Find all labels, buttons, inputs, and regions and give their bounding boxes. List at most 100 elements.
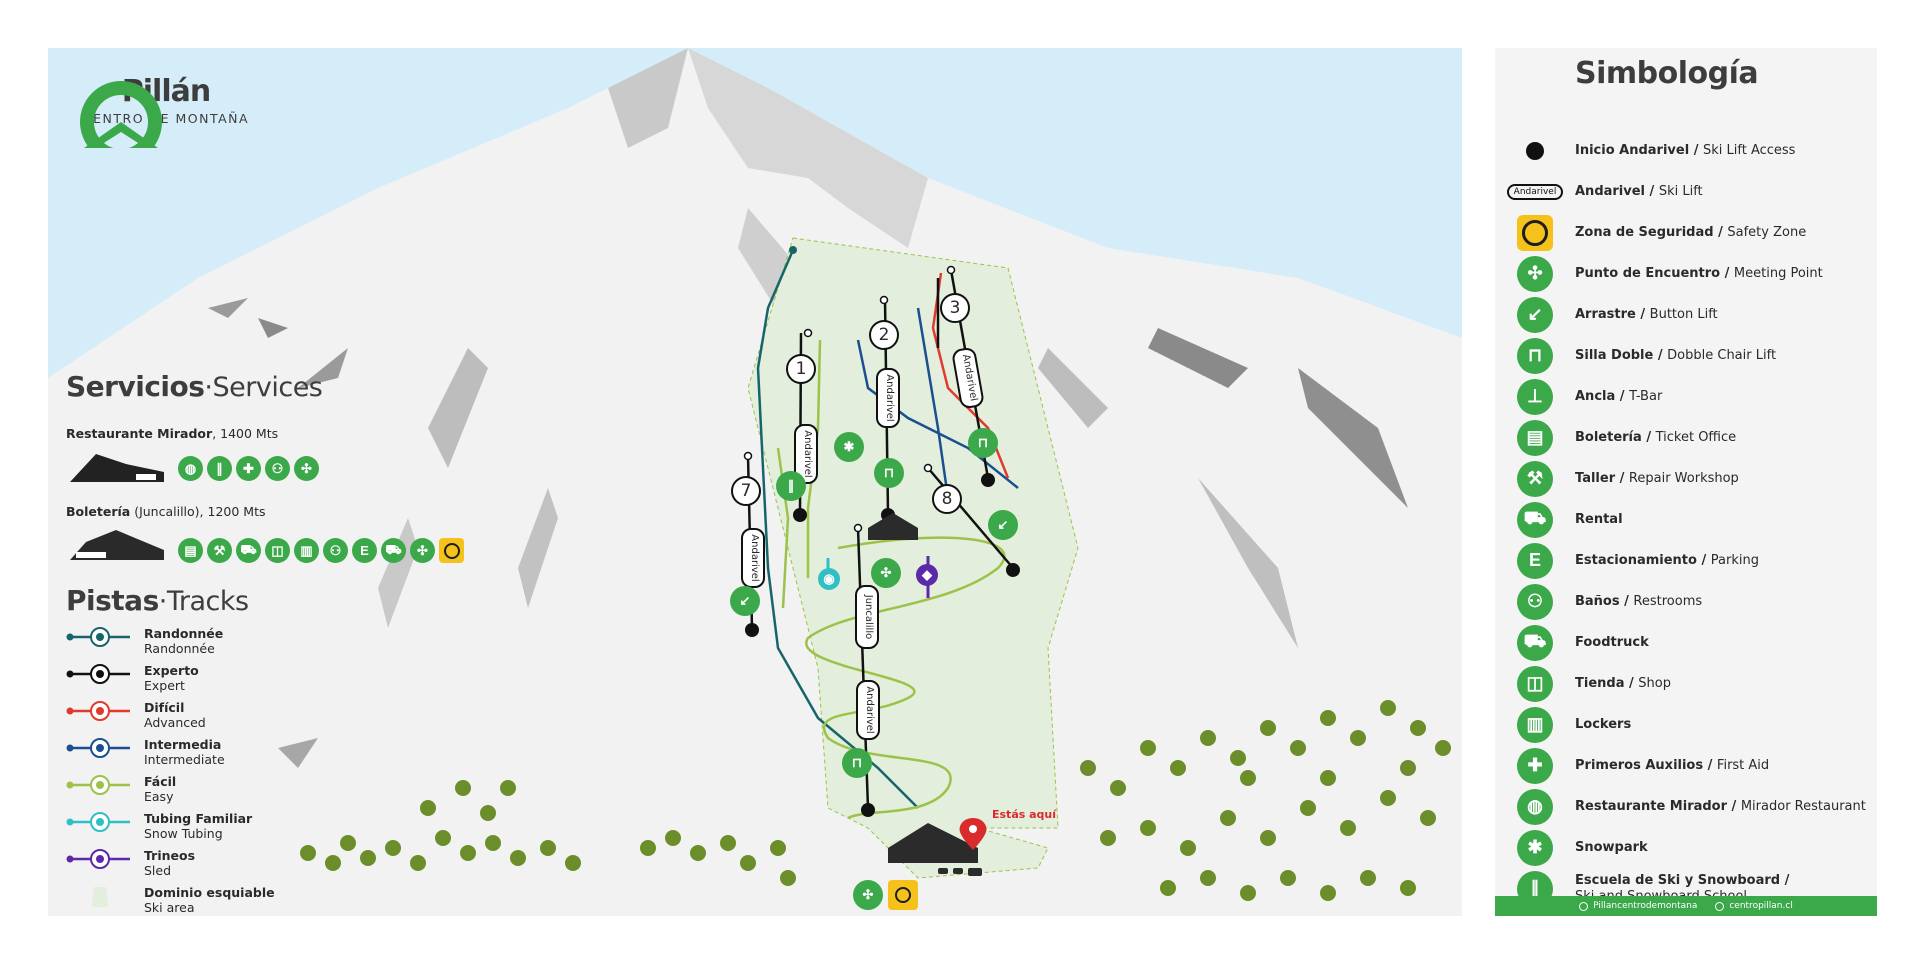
tubing-icon[interactable]: ◉: [818, 568, 840, 590]
ski-lift-icon: Andarivel: [1506, 183, 1564, 200]
legend-label-es: Tienda: [1575, 675, 1625, 691]
place-restaurant: Restaurante Mirador, 1400 Mts: [66, 426, 279, 441]
legend-footer: Pillancentrodemontana centropillan.cl: [1495, 896, 1877, 916]
ticket-office-icon[interactable]: ▤: [178, 538, 203, 563]
track-name: Fácil: [144, 774, 177, 789]
sled-icon[interactable]: ◆: [916, 564, 938, 586]
legend-label-en: Mirador Restaurant: [1740, 798, 1866, 814]
ski-school-icon[interactable]: ∥: [776, 471, 806, 501]
repair-workshop-icon: ⚒: [1517, 460, 1553, 497]
legend-label-es: Estacionamiento: [1575, 552, 1697, 568]
button-lift-icon: ↙: [1517, 296, 1553, 333]
track-name: Intermedia: [144, 737, 222, 752]
snowpark-icon: ✱: [1517, 829, 1553, 866]
legend-item: ⊥Ancla / T-Bar: [1495, 376, 1877, 417]
restrooms-icon: ⚇: [1517, 583, 1553, 620]
safety-zone-icon[interactable]: [439, 538, 464, 563]
track-name: Experto: [144, 663, 199, 678]
instagram-icon: [1579, 901, 1589, 911]
legend-title: Simbología: [1575, 56, 1759, 91]
legend-label-es: Restaurante Mirador: [1575, 798, 1728, 814]
lift-label-7: Andarivel: [741, 528, 765, 588]
legend-item: ✚Primeros Auxilios / First Aid: [1495, 745, 1877, 786]
ticket-building-icon: [70, 530, 164, 560]
location-pin-icon: [959, 818, 987, 850]
chair-lift-icon[interactable]: ⊓: [842, 748, 872, 778]
legend-item: ◍Restaurante Mirador / Mirador Restauran…: [1495, 786, 1877, 827]
foodtruck-icon: ⛟: [1517, 624, 1553, 661]
meeting-point-icon[interactable]: ✣: [410, 538, 435, 563]
website-link[interactable]: centropillan.cl: [1715, 901, 1793, 911]
tubing-icon: [66, 811, 134, 833]
instagram-link[interactable]: Pillancentrodemontana: [1579, 901, 1697, 911]
legend-label-en: Safety Zone: [1727, 224, 1807, 240]
meeting-point-icon[interactable]: ✣: [294, 456, 319, 481]
lockers-icon: ▥: [1517, 706, 1553, 743]
rental-icon[interactable]: ⛟: [236, 538, 261, 563]
parking-icon[interactable]: E: [352, 538, 377, 563]
track-name-en: Expert: [144, 678, 185, 693]
lift-number-1: 1: [786, 354, 816, 384]
tracks-title: Pistas·Tracks: [66, 584, 249, 617]
track-name: Randonnée: [144, 626, 224, 641]
chair-lift-icon[interactable]: ⊓: [968, 428, 998, 458]
legend-item: ▥Lockers: [1495, 704, 1877, 745]
legend-label-es: Zona de Seguridad: [1575, 224, 1714, 240]
easy-track-c: [805, 536, 1006, 820]
ski-area-icon: [66, 885, 134, 907]
brand-subtitle: CENTRO DE MONTAÑA: [82, 111, 250, 126]
lift-number-2: 2: [869, 320, 899, 350]
t-bar-icon: ⊥: [1517, 378, 1553, 415]
lift-label-juncalillo: Juncalillo: [855, 585, 879, 649]
button-lift-icon[interactable]: ↙: [730, 586, 760, 616]
mountain-shade: [688, 48, 928, 248]
lift-number-8: 8: [932, 484, 962, 514]
track-name-en: Advanced: [144, 715, 206, 730]
randonnee-icon: [66, 626, 134, 648]
meeting-point-icon[interactable]: ✣: [853, 880, 883, 910]
legend-label-en: Meeting Point: [1733, 265, 1823, 281]
track-name-en: Sled: [144, 863, 172, 878]
legend-label-es: Foodtruck: [1575, 634, 1649, 650]
trees: [300, 700, 1451, 901]
legend-label-es: Rental: [1575, 511, 1623, 527]
legend-label-en: Dobble Chair Lift: [1667, 347, 1777, 363]
first-aid-icon[interactable]: ✚: [236, 456, 261, 481]
legend-label-en: Restrooms: [1633, 593, 1703, 609]
legend-item: ⛟ Foodtruck: [1495, 622, 1877, 663]
legend-label-es: Primeros Auxilios: [1575, 757, 1704, 773]
snowpark-icon[interactable]: ✱: [834, 432, 864, 462]
legend-item: ⛟Rental: [1495, 499, 1877, 540]
globe-icon: [1715, 901, 1725, 911]
legend-label-en: Button Lift: [1649, 306, 1718, 322]
restrooms-icon[interactable]: ⚇: [265, 456, 290, 481]
lift-access-points: [745, 473, 1020, 817]
lockers-icon[interactable]: ▥: [294, 538, 319, 563]
chair-lift-icon[interactable]: ⊓: [874, 458, 904, 488]
meeting-point-icon[interactable]: ✣: [871, 558, 901, 588]
foodtruck-icon[interactable]: ⛟: [381, 538, 406, 563]
legend-label-en: Ticket Office: [1655, 429, 1737, 445]
shop-icon[interactable]: ◫: [265, 538, 290, 563]
trail-map: Andarivel Andarivel Andarivel Andarivel …: [48, 48, 1462, 916]
legend-label-es: Ancla: [1575, 388, 1616, 404]
legend-item: ✱Snowpark: [1495, 827, 1877, 868]
restrooms-icon[interactable]: ⚇: [323, 538, 348, 563]
double-diamond-icon: [66, 663, 134, 685]
restaurant-services: ◍ ∥ ✚ ⚇ ✣: [178, 456, 319, 481]
square-icon: [66, 737, 134, 759]
track-name-en: Randonnée: [144, 641, 215, 656]
ski-school-icon[interactable]: ∥: [207, 456, 232, 481]
button-lift-icon[interactable]: ↙: [988, 510, 1018, 540]
legend-label-en: Ski Lift: [1658, 183, 1703, 199]
safety-zone-icon[interactable]: [888, 880, 918, 910]
you-are-here-label: Estás aquí: [992, 808, 1057, 821]
restaurant-icon[interactable]: ◍: [178, 456, 203, 481]
legend-item: ⚒Taller / Repair Workshop: [1495, 458, 1877, 499]
repair-workshop-icon[interactable]: ⚒: [207, 538, 232, 563]
